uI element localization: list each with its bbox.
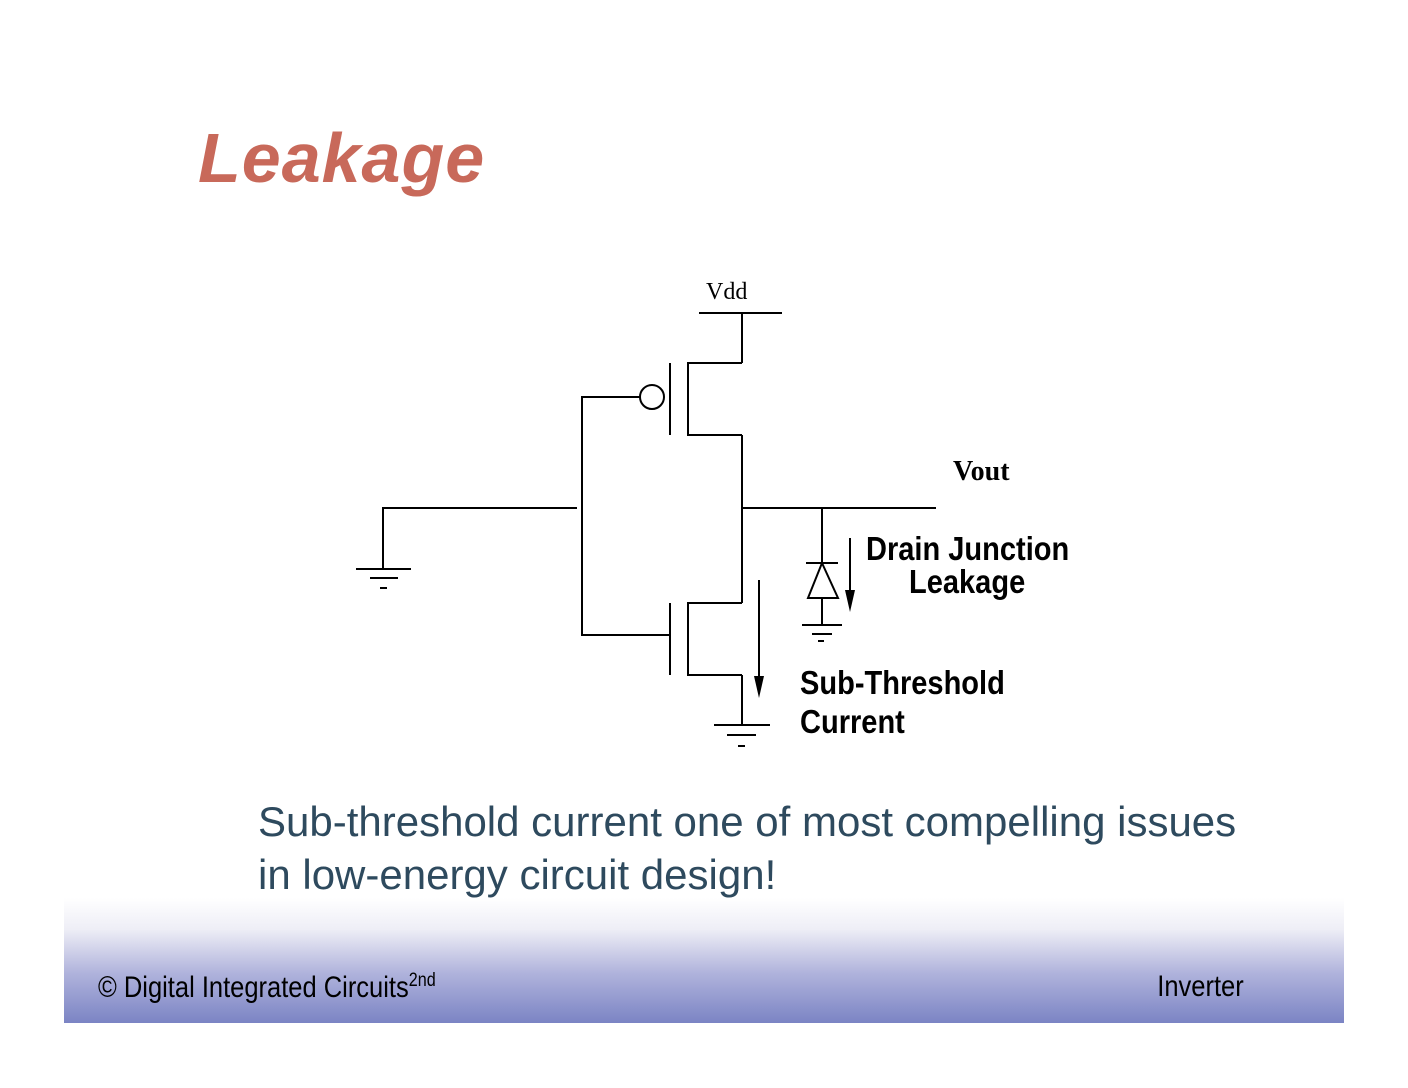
ground-icon-input xyxy=(356,568,411,589)
subthreshold-label-line1: Sub-Threshold xyxy=(800,664,1005,701)
footer-copyright-text: © Digital Integrated Circuits xyxy=(98,971,409,1004)
subthreshold-arrowhead xyxy=(754,676,764,698)
body-line-2: in low-energy circuit design! xyxy=(258,851,777,898)
slide-body: Sub-threshold current one of most compel… xyxy=(258,795,1236,901)
pmos-gate-bubble xyxy=(639,384,665,410)
slide-footer: © Digital Integrated Circuits2nd Inverte… xyxy=(64,898,1344,1023)
footer-chapter: Inverter xyxy=(1157,970,1244,1003)
drain-leakage-arrowhead xyxy=(845,590,855,612)
vout-label: Vout xyxy=(953,456,1010,487)
ground-icon-diode xyxy=(802,624,842,642)
slide-title: Leakage xyxy=(198,119,486,197)
footer-edition: 2nd xyxy=(408,970,436,991)
footer-copyright: © Digital Integrated Circuits2nd xyxy=(98,970,436,1005)
vdd-label: Vdd xyxy=(706,279,747,305)
drain-junction-label-line1: Drain Junction xyxy=(866,530,1069,567)
body-line-1: Sub-threshold current one of most compel… xyxy=(258,798,1237,845)
pmos-transistor xyxy=(639,362,742,436)
ground-icon-nmos xyxy=(714,724,770,747)
drain-junction-label-line2: Leakage xyxy=(909,563,1025,600)
drain-junction-diode xyxy=(806,508,840,625)
input-ground-wire xyxy=(382,507,577,569)
gate-input-wire xyxy=(581,396,670,636)
subthreshold-label-line2: Current xyxy=(800,703,905,740)
nmos-transistor xyxy=(669,602,742,676)
